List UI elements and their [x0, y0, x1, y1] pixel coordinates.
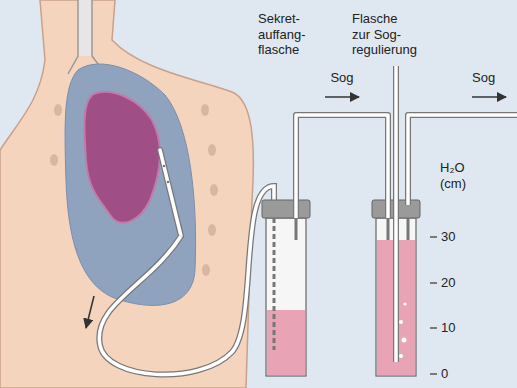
flow-arrow: [86, 296, 94, 328]
unit-label: H₂O (cm): [440, 160, 476, 191]
patient-torso: [0, 0, 253, 388]
hose-connector: [296, 97, 388, 218]
rib-section: [50, 154, 58, 166]
chest-tube: [160, 150, 181, 236]
collection-bottle: [262, 200, 310, 218]
trachea: [78, 0, 92, 56]
suction-regulation-bottle: [399, 354, 403, 358]
suction-regulation-bottle: [399, 320, 403, 324]
scale-tick: [430, 236, 437, 237]
bottle-heading: Sekret- auffang- flasche: [258, 11, 316, 58]
rib-section: [54, 104, 62, 116]
bottle-label: Flasche zur Sog- regulierung: [352, 11, 418, 58]
scale-number: 0: [441, 366, 448, 382]
bottle-node: Sekret- auffang- flasche: [266, 218, 306, 376]
chest-tube: [160, 150, 181, 236]
pleural-cavity: [65, 64, 196, 305]
scale-number: 20: [441, 275, 455, 291]
suction-regulation-bottle: [387, 218, 390, 240]
scale-tick: [430, 237, 437, 374]
collection-bottle: [273, 218, 276, 350]
trachea: [68, 0, 104, 74]
suction-arrow: [472, 97, 506, 98]
suction-regulation-bottle: [402, 338, 407, 343]
suction-outlet-tube: [408, 115, 517, 205]
scale-tick: [430, 327, 437, 328]
collection-bottle: [295, 218, 298, 240]
rib-section: [210, 184, 218, 196]
suction-outlet-tube: [408, 115, 517, 205]
suction-regulation-bottle: [393, 66, 399, 362]
pleural-cavity: [65, 64, 196, 305]
collection-bottle: [262, 200, 310, 376]
chest-tube: [167, 181, 170, 184]
rib-section: [50, 104, 218, 276]
patient-torso: [0, 0, 253, 388]
drainage-hose: [99, 186, 274, 375]
collection-bottle: [266, 218, 306, 376]
rib-section: [208, 224, 216, 236]
trachea: [68, 0, 104, 74]
drainage-hose: [99, 186, 274, 375]
chest-tube: [160, 150, 181, 236]
flow-arrow: [86, 296, 94, 328]
scale-tick: [430, 373, 437, 374]
suction-arrow: [325, 96, 359, 98]
suction-arrow: [472, 96, 506, 98]
suction-regulation-bottle: [394, 66, 398, 362]
hose-outline: [296, 115, 388, 218]
rib-section: [208, 144, 216, 156]
scale-number: 30: [441, 229, 455, 245]
bottle-label: Sekret- auffang- flasche: [258, 11, 316, 58]
drainage-hose: [99, 186, 274, 375]
collapsed-lung: [84, 92, 159, 223]
rib-section: [201, 104, 209, 116]
scale-number: 10: [441, 320, 455, 336]
bottle-node: Flasche zur Sog- regulierung: [376, 218, 416, 376]
collapsed-lung: [84, 92, 159, 223]
rib-section: [202, 264, 210, 276]
suction-outlet-tube: [408, 115, 517, 205]
suction-regulation-bottle: [403, 302, 406, 305]
scale-tick: [430, 282, 437, 283]
chest-tube: [163, 165, 166, 168]
hose-lumen: [296, 115, 388, 218]
flow-label: Sog: [472, 70, 495, 86]
flow-label: Sog: [330, 70, 353, 86]
suction-regulation-bottle: [407, 218, 410, 240]
bottle-heading: Flasche zur Sog- regulierung: [352, 11, 418, 58]
